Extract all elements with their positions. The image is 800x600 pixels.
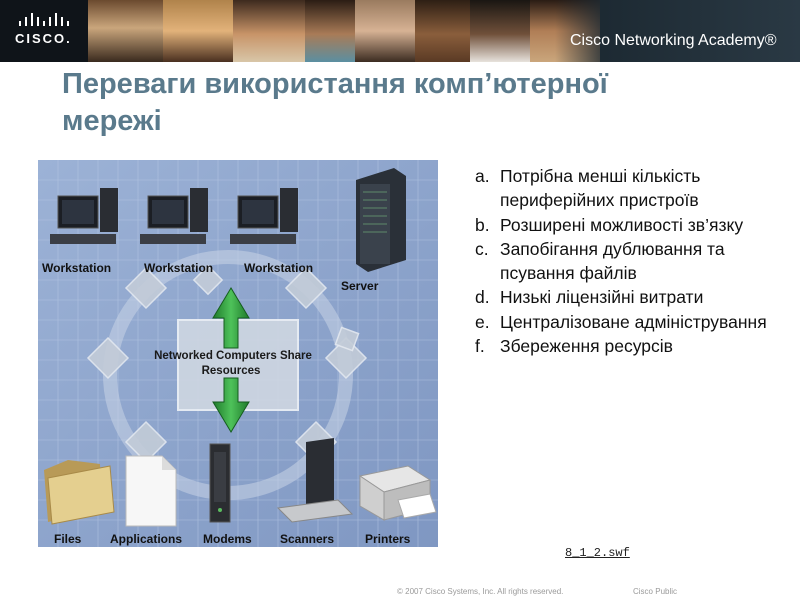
header-banner: CISCO. Cisco Networking Academy® [0, 0, 800, 62]
share-arrows [212, 287, 250, 433]
list-marker: b. [475, 214, 490, 235]
workstation-2-icon [140, 188, 208, 244]
ring-tile [124, 266, 168, 310]
workstation-2-label: Workstation [144, 261, 213, 275]
workstation-3-icon [230, 188, 298, 244]
list-item-text: Потрібна менші кількість периферійних пр… [500, 166, 701, 211]
modems-label: Modems [203, 532, 252, 546]
modem-icon [209, 443, 231, 523]
list-marker: e. [475, 311, 490, 332]
scanners-label: Scanners [280, 532, 334, 546]
banner-photo-3 [233, 0, 305, 62]
page-title: Переваги використання комп’ютерної мереж… [62, 66, 782, 140]
up-arrow-icon [212, 287, 250, 349]
document-icon [125, 455, 177, 527]
ring-tile [192, 264, 224, 296]
server-icon [356, 168, 406, 272]
down-arrow-icon [212, 377, 250, 433]
applications-label: Applications [110, 532, 182, 546]
title-line-2: мережі [62, 105, 162, 137]
cisco-wordmark: CISCO. [15, 31, 72, 46]
title-line-1: Переваги використання комп’ютерної [62, 68, 608, 100]
list-item-text: Розширені можливості зв’язку [500, 214, 744, 235]
academy-title: Cisco Networking Academy® [570, 32, 777, 49]
banner-photo-6 [415, 0, 470, 62]
workstation-3-label: Workstation [244, 261, 313, 275]
list-item: f. Збереження ресурсів [475, 334, 795, 358]
list-item: e. Централізоване адміністрування [475, 310, 795, 334]
list-item-text: Запобігання дублювання та псування файлі… [500, 238, 725, 284]
list-marker: a. [475, 166, 490, 186]
workstation-1-icon [50, 188, 118, 244]
list-marker: f. [475, 336, 485, 357]
list-marker: d. [475, 287, 490, 308]
ring-tile [284, 266, 328, 310]
banner-photo-5 [355, 0, 415, 62]
files-label: Files [54, 532, 82, 546]
benefits-list: a. Потрібна менші кількість периферійних … [475, 164, 795, 358]
classification-text: Cisco Public [633, 587, 678, 596]
printers-label: Printers [365, 532, 411, 546]
printer-icon [358, 465, 437, 521]
list-item: c. Запобігання дублювання та псування фай… [475, 237, 795, 286]
animation-link[interactable]: 8_1_2.swf [565, 546, 630, 560]
cisco-bars-icon [19, 13, 69, 26]
academy-backdrop [555, 0, 800, 62]
list-item: a. Потрібна менші кількість периферійних … [475, 164, 795, 213]
folder-icon [44, 460, 115, 525]
list-item: b. Розширені можливості зв’язку [475, 213, 795, 237]
network-diagram: Networked Computers Share Resources Work… [38, 160, 438, 547]
workstation-1-label: Workstation [42, 261, 111, 275]
center-label-line1: Networked Computers Share [154, 350, 312, 362]
list-marker: c. [475, 238, 489, 259]
list-item: d. Низькі ліцензійні витрати [475, 285, 795, 309]
server-label: Server [341, 279, 379, 293]
list-item-text: Централізоване адміністрування [500, 311, 767, 332]
list-item-text: Збереження ресурсів [500, 336, 673, 357]
banner-photo-1 [88, 0, 163, 62]
copyright-text: © 2007 Cisco Systems, Inc. All rights re… [397, 587, 564, 596]
scanner-icon [276, 438, 354, 523]
ring-tiles [86, 266, 368, 464]
center-label-line2: Resources [202, 365, 261, 377]
cisco-logo: CISCO. [0, 0, 88, 62]
banner-photo-2 [163, 0, 233, 62]
banner-photo-7 [470, 0, 530, 62]
list-item-text: Низькі ліцензійні витрати [500, 287, 704, 308]
ring-tile [334, 326, 360, 352]
banner-photo-4 [305, 0, 355, 62]
ring-tile [86, 336, 130, 380]
ring-tile [324, 336, 368, 380]
